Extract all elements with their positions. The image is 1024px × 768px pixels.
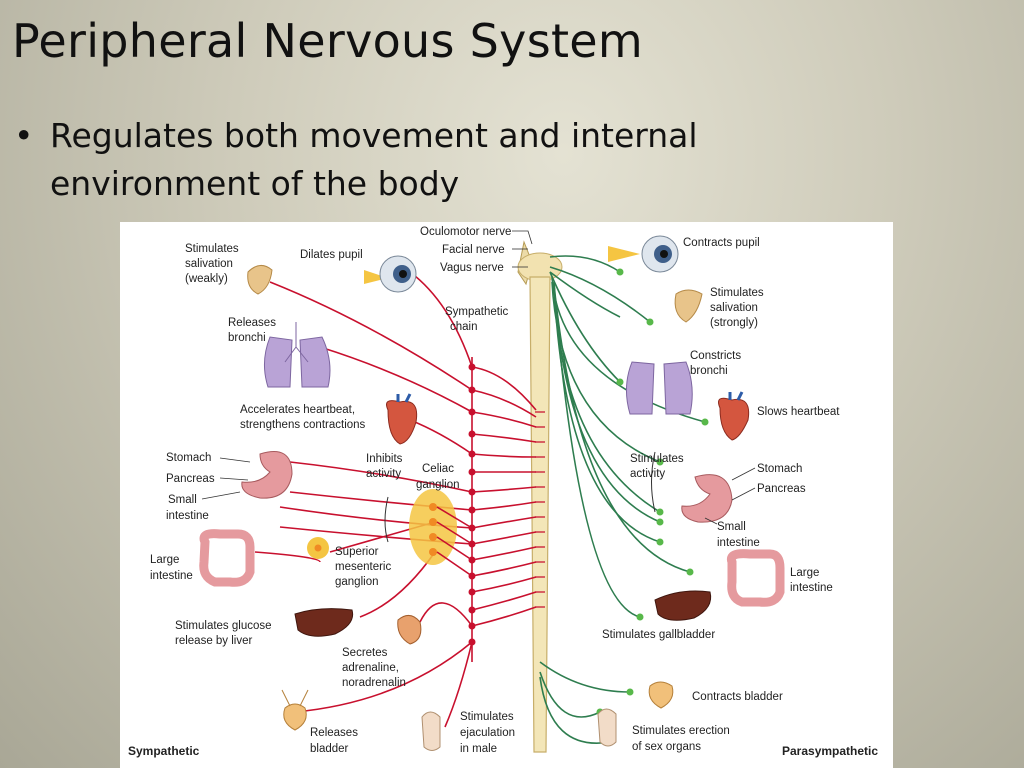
ps-bronchi-label-2: bronchi — [690, 365, 728, 377]
ejaculation-label-1: Stimulates — [460, 711, 514, 723]
inhibits-label-2: activity — [366, 468, 401, 480]
sympathetic-fibers — [254, 271, 473, 728]
eye-right-icon — [608, 235, 679, 273]
sym-bronchi-label-2: bronchi — [228, 332, 266, 344]
sym-salivation-label-3: (weakly) — [185, 273, 228, 285]
sym-salivation-label-2: salivation — [185, 258, 233, 270]
sym-small-intestine-label-1: Small — [168, 494, 197, 506]
ps-stomach-label: Stomach — [757, 463, 802, 475]
superior-mesenteric-label-3: ganglion — [335, 576, 378, 588]
ps-salivation-label-1: Stimulates — [710, 287, 764, 299]
salivary-gland-right-icon — [674, 289, 703, 323]
parasympathetic-corner-label: Parasympathetic — [782, 744, 878, 758]
salivary-gland-left-icon — [247, 265, 273, 295]
ejaculation-label-2: ejaculation — [460, 727, 515, 739]
large-intestine-right-icon — [726, 549, 785, 607]
sympathetic-chain — [468, 357, 537, 662]
sym-pupil-label: Dilates pupil — [300, 249, 363, 261]
reproductive-right-icon — [597, 708, 617, 747]
ps-bronchi-label-1: Constricts — [690, 350, 741, 362]
superior-mesenteric-label-2: mesenteric — [335, 561, 391, 573]
inhibits-label-1: Inhibits — [366, 453, 403, 465]
sympathetic-corner-label: Sympathetic — [128, 744, 200, 758]
nervous-system-diagram: Oculomotor nerve Facial nerve Vagus nerv… — [120, 222, 893, 768]
ps-large-intestine-label-2: intestine — [790, 582, 833, 594]
oculomotor-nerve-label: Oculomotor nerve — [420, 226, 511, 238]
adrenal-label-3: noradrenalin — [342, 677, 406, 689]
large-intestine-left-icon — [199, 529, 255, 587]
stimulates-activity-label-2: activity — [630, 468, 665, 480]
ps-small-intestine-label-2: intestine — [717, 537, 760, 549]
facial-nerve-label: Facial nerve — [442, 244, 505, 256]
heart-right-icon — [718, 391, 750, 441]
ejaculation-label-3: in male — [460, 743, 497, 755]
ps-erection-label-1: Stimulates erection — [632, 725, 730, 737]
adrenal-gland-icon — [397, 615, 422, 645]
sym-stomach-label: Stomach — [166, 452, 211, 464]
superior-mesenteric-ganglion — [307, 537, 329, 559]
ps-erection-label-2: of sex organs — [632, 741, 701, 753]
adrenal-label-2: adrenaline, — [342, 662, 399, 674]
sympathetic-chain-label-1: Sympathetic — [445, 306, 509, 318]
superior-mesenteric-label-1: Superior — [335, 546, 379, 558]
sym-small-intestine-label-2: intestine — [166, 510, 209, 522]
stimulates-bracket — [651, 451, 656, 513]
ps-gallbladder-label: Stimulates gallbladder — [602, 629, 715, 641]
bladder-right-icon — [648, 681, 674, 709]
ps-pupil-label: Contracts pupil — [683, 237, 760, 249]
ps-pancreas-label: Pancreas — [757, 483, 806, 495]
lungs-left-icon — [264, 322, 331, 388]
celiac-label-1: Celiac — [422, 463, 454, 475]
reproductive-left-icon — [421, 711, 441, 751]
sym-salivation-label-1: Stimulates — [185, 243, 239, 255]
stimulates-activity-label-1: Stimulates — [630, 453, 684, 465]
stomach-left-icon — [241, 451, 293, 499]
sym-bladder-label-1: Releases — [310, 727, 358, 739]
sym-liver-label-1: Stimulates glucose — [175, 620, 272, 632]
ps-small-intestine-label-1: Small — [717, 521, 746, 533]
ps-bladder-label: Contracts bladder — [692, 691, 783, 703]
bullet-dot: • — [14, 116, 34, 155]
ps-large-intestine-label-1: Large — [790, 567, 819, 579]
sym-bronchi-label-1: Releases — [228, 317, 276, 329]
sym-liver-label-2: release by liver — [175, 635, 253, 647]
ps-salivation-label-3: (strongly) — [710, 317, 758, 329]
vagus-nerve-label: Vagus nerve — [440, 262, 504, 274]
adrenal-label-1: Secretes — [342, 647, 388, 659]
lungs-right-icon — [626, 361, 693, 415]
slide-title: Peripheral Nervous System — [12, 14, 644, 68]
bladder-left-icon — [281, 689, 309, 731]
eye-left-icon — [364, 255, 417, 293]
sympathetic-chain-label-2: chain — [450, 321, 478, 333]
ps-salivation-label-2: salivation — [710, 302, 758, 314]
sym-large-intestine-label-2: intestine — [150, 570, 193, 582]
stomach-right-icon — [681, 474, 733, 523]
liver-right-icon — [654, 590, 712, 621]
sym-heart-label-2: strengthens contractions — [240, 419, 366, 431]
sym-large-intestine-label-1: Large — [150, 554, 179, 566]
celiac-ganglion — [409, 489, 473, 577]
celiac-label-2: ganglion — [416, 479, 459, 491]
ps-heart-label: Slows heartbeat — [757, 406, 840, 418]
heart-left-icon — [386, 393, 418, 445]
sym-heart-label-1: Accelerates heartbeat, — [240, 404, 355, 416]
sym-pancreas-label: Pancreas — [166, 473, 215, 485]
parasympathetic-fibers — [539, 255, 706, 744]
liver-left-icon — [294, 608, 354, 637]
bullet-text: Regulates both movement and internal env… — [50, 116, 698, 203]
sym-bladder-label-2: bladder — [310, 743, 349, 755]
